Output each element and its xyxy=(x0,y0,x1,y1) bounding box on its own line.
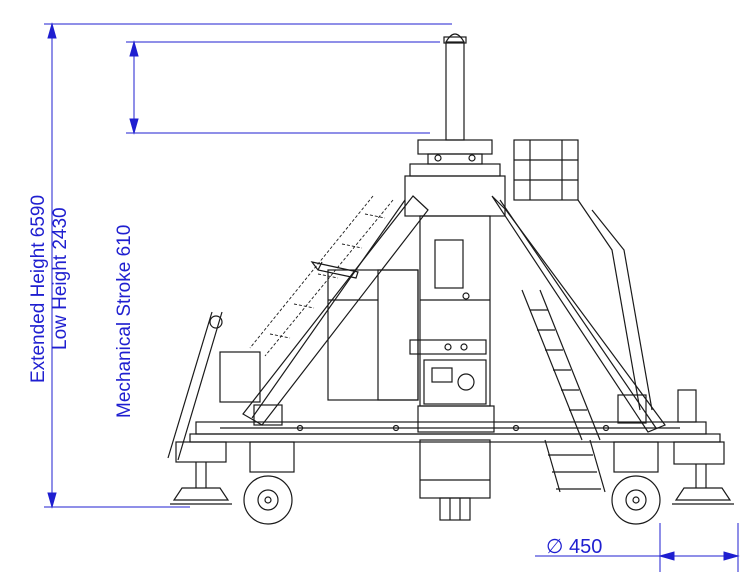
mechanical-stroke-arrow-bottom xyxy=(129,118,139,135)
mechanical-stroke-arrow-top xyxy=(129,40,139,57)
base-frame xyxy=(189,421,721,443)
diameter-arrow-right xyxy=(723,551,740,561)
mechanical-stroke-label: Mechanical Stroke 610 xyxy=(114,225,135,418)
diameter-arrow-left xyxy=(658,551,675,561)
low-height-label: Low Height 2430 xyxy=(50,207,71,350)
diameter-label: ∅ 450 xyxy=(546,536,602,558)
ram-rod xyxy=(443,33,467,141)
left-caster xyxy=(243,404,295,525)
left-ladder xyxy=(249,195,394,357)
left-outrigger xyxy=(167,311,261,505)
extended-height-arrow-top xyxy=(47,22,57,39)
lower-cylinder xyxy=(419,439,491,521)
control-box xyxy=(327,269,419,401)
jack-machine-drawing xyxy=(167,33,734,525)
right-leg xyxy=(491,195,666,433)
extended-height-arrow-bottom xyxy=(47,492,57,509)
left-leg xyxy=(242,195,429,426)
main-cylinder xyxy=(404,175,506,433)
pump-unit xyxy=(409,339,487,405)
left-bracket xyxy=(310,261,359,279)
dimension-lines xyxy=(44,22,740,572)
cylinder-head xyxy=(409,139,501,177)
lower-ladder xyxy=(544,439,606,493)
right-caster xyxy=(611,394,661,525)
right-ladder xyxy=(513,139,653,441)
extended-height-label: Extended Height 6590 xyxy=(28,195,49,383)
right-outrigger xyxy=(672,389,734,505)
